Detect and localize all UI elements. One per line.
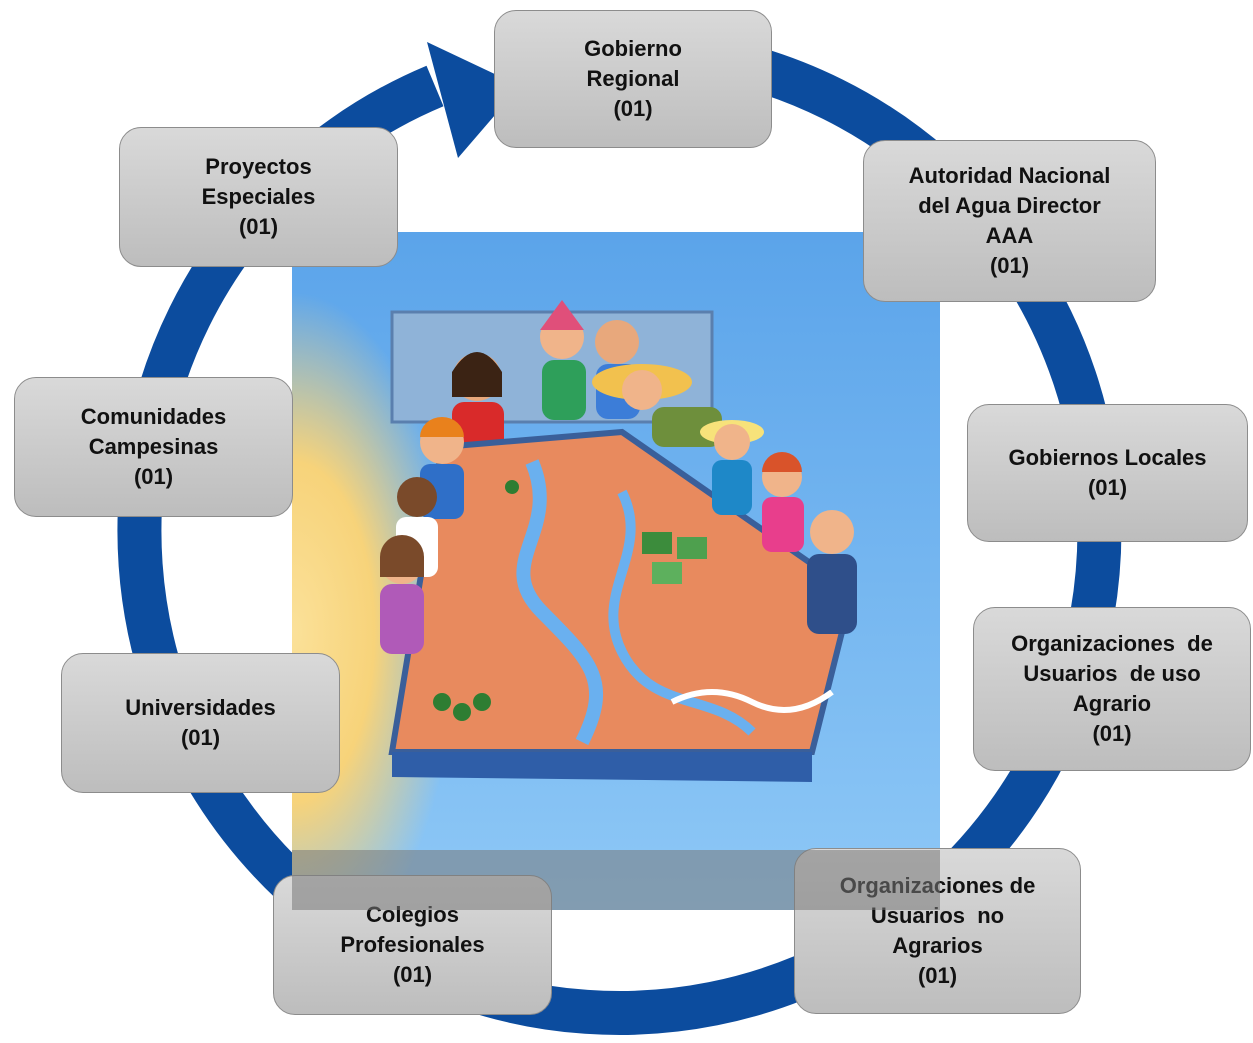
node-comunidades-campesinas: Comunidades Campesinas (01) — [14, 377, 293, 517]
node-proyectos-line-2: Especiales — [201, 184, 316, 209]
node-gobiernos-locales: Gobiernos Locales (01) — [967, 404, 1248, 542]
node-proyectos-especiales: Proyectos Especiales (01) — [119, 127, 398, 267]
node-org-agrario-line-3: Agrario — [1072, 691, 1152, 716]
node-autoridad-nacional-del-agua: Autoridad Nacional del Agua Director AAA… — [863, 140, 1156, 302]
map-trees — [433, 480, 519, 721]
node-autoridad-line-4: (01) — [989, 253, 1030, 278]
node-proyectos-line-1: Proyectos — [205, 154, 312, 179]
stakeholders-map-table-illustration — [292, 232, 940, 910]
node-comunidades-line-1: Comunidades — [80, 404, 227, 429]
node-gobierno-regional-line-3: (01) — [613, 96, 653, 121]
node-gobierno-regional: Gobierno Regional (01) — [494, 10, 772, 148]
node-autoridad-line-1: Autoridad Nacional — [908, 163, 1111, 188]
illustration-shadow-band — [292, 850, 940, 910]
node-org-agrario-line-2: Usuarios de uso — [1023, 661, 1201, 686]
people-left-side — [380, 417, 464, 654]
node-universidades: Universidades (01) — [61, 653, 340, 793]
node-org-no-agrario-line-4: (01) — [917, 963, 958, 988]
node-colegios-line-2: Profesionales — [340, 932, 485, 957]
node-organizaciones-usuarios-agrario: Organizaciones de Usuarios de uso Agrari… — [973, 607, 1251, 771]
node-gobierno-regional-line-2: Regional — [586, 66, 680, 91]
node-colegios-line-3: (01) — [392, 962, 433, 987]
people-back-row — [452, 300, 640, 462]
node-gobierno-regional-line-1: Gobierno — [584, 36, 682, 61]
people-right-side — [592, 364, 857, 634]
node-gobiernos-locales-line-2: (01) — [1087, 475, 1128, 500]
node-comunidades-line-3: (01) — [133, 464, 174, 489]
node-autoridad-line-2: del Agua Director — [918, 193, 1101, 218]
node-org-agrario-line-1: Organizaciones de — [1011, 631, 1213, 656]
node-universidades-line-2: (01) — [180, 725, 221, 750]
map-river-branch — [608, 489, 756, 736]
node-comunidades-line-2: Campesinas — [88, 434, 219, 459]
map-coast — [670, 689, 834, 713]
cycle-arrow-head — [427, 42, 520, 158]
node-org-agrario-line-4: (01) — [1092, 721, 1132, 746]
node-gobiernos-locales-line-1: Gobiernos Locales — [1008, 445, 1207, 470]
node-proyectos-line-3: (01) — [238, 214, 279, 239]
map-fields — [642, 532, 707, 584]
map-river — [516, 459, 604, 746]
node-universidades-line-1: Universidades — [125, 695, 276, 720]
node-autoridad-line-3: AAA — [985, 223, 1034, 248]
node-org-no-agrario-line-3: Agrarios — [892, 933, 983, 958]
map-table-edge — [392, 752, 812, 782]
